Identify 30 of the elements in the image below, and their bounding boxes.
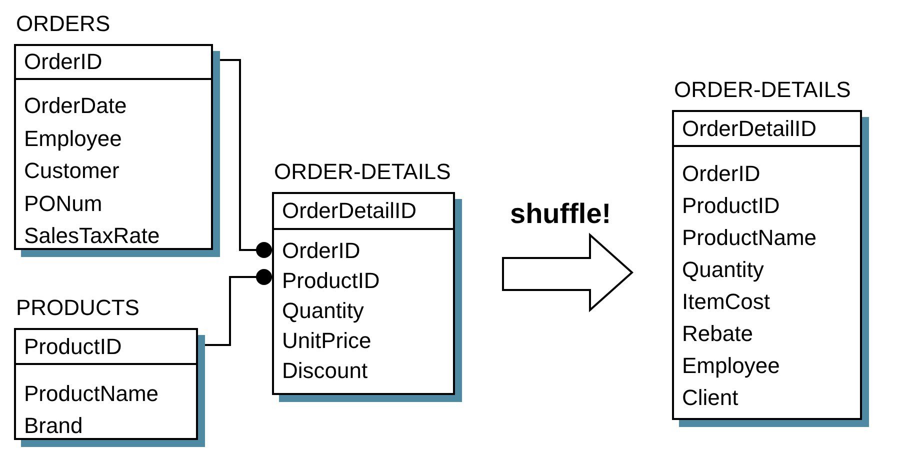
key-field: OrderID [16,46,211,80]
field-name: ProductID [281,267,381,295]
field-name: Employee [681,352,781,380]
field-name: Employee [23,124,123,153]
field-name: UnitPrice [281,327,372,355]
field-name: SalesTaxRate [23,222,161,250]
field-name: Customer [23,157,120,185]
field-name: OrderDate [23,92,128,120]
key-field: ProductID [16,330,196,365]
field-name: OrderID [681,160,762,188]
field-name: Quantity [281,297,365,325]
field-name: Client [681,384,740,412]
field-name: ItemCost [681,288,772,316]
edge-label: shuffle! [510,198,612,230]
field-name: OrderID [281,237,362,265]
table-title: ORDERS [16,10,110,38]
table-title: ORDER-DETAILS [674,76,851,104]
field-name: Quantity [681,256,765,284]
field-name: ProductID [681,192,781,220]
field-name: Brand [23,412,84,440]
field-name: Rebate [681,320,754,348]
table-title: ORDER-DETAILS [274,158,451,186]
key-field: OrderDetailID [674,112,860,147]
field-name: PONum [23,190,104,218]
key-field: OrderDetailID [274,194,453,230]
field-name: ProductName [681,224,818,252]
block-arrow [502,232,634,312]
field-name: Discount [281,357,369,385]
field-name: ProductName [23,380,160,408]
table-title: PRODUCTS [16,294,140,322]
